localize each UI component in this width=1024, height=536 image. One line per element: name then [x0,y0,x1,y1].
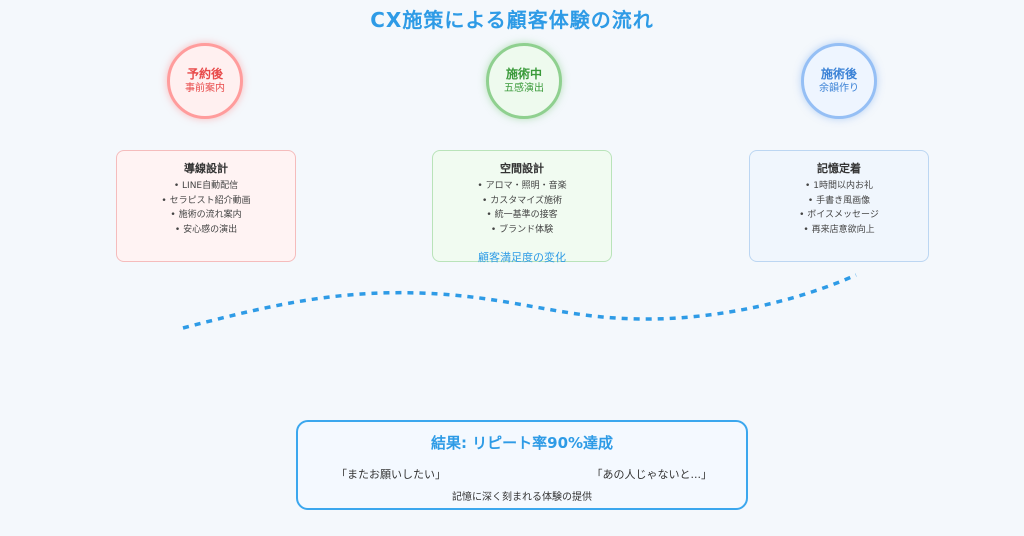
card-item: • 手書き風画像 [807,195,871,206]
card-item: • LINE自動配信 [173,181,239,191]
stage-name: 施術後 [820,67,857,81]
card-item: • 安心感の演出 [174,224,238,235]
page-title: CX施策による顧客体験の流れ [370,8,654,32]
card-item: • 1時間以内お礼 [805,181,873,191]
result-box: 結果: リピート率90%達成 「またお願いしたい」 「あの人じゃないと...」 … [296,420,748,510]
card-memory-retention: 記憶定着 • 1時間以内お礼 • 手書き風画像 • ボイスメッセージ • 再来店… [749,150,929,262]
satisfaction-wave-line [182,273,857,330]
stage-sub: 余韻作り [819,83,859,94]
card-item: • 統一基準の接客 [486,210,558,220]
card-title: 空間設計 [500,162,544,175]
card-item: • アロマ・照明・音楽 [477,181,567,191]
card-item: • 施術の流れ案内 [170,210,242,220]
card-title: 導線設計 [184,162,228,175]
card-item-list: • アロマ・照明・音楽 • カスタマイズ施術 • 統一基準の接客 • ブランド体… [433,179,611,237]
card-guidance-design: 導線設計 • LINE自動配信 • セラピスト紹介動画 • 施術の流れ案内 • … [116,150,296,262]
card-item-list: • 1時間以内お礼 • 手書き風画像 • ボイスメッセージ • 再来店意欲向上 [750,179,928,237]
card-item: • 再来店意欲向上 [803,224,875,235]
stage-name: 予約後 [186,67,223,81]
customer-quote-left: 「またお願いしたい」 [336,468,446,481]
card-item: • セラピスト紹介動画 [161,195,251,206]
satisfaction-label: 顧客満足度の変化 [478,251,566,264]
card-item-list: • LINE自動配信 • セラピスト紹介動画 • 施術の流れ案内 • 安心感の演… [117,179,295,237]
card-item: • ブランド体験 [490,224,554,235]
card-title: 記憶定着 [817,162,861,175]
card-space-design: 空間設計 • アロマ・照明・音楽 • カスタマイズ施術 • 統一基準の接客 • … [432,150,612,262]
stage-circle-during: 施術中 五感演出 [486,43,562,119]
card-item: • カスタマイズ施術 [482,195,562,206]
stage-sub: 事前案内 [185,83,225,94]
stage-circle-after: 施術後 余韻作り [801,43,877,119]
result-caption: 記憶に深く刻まれる体験の提供 [452,492,592,503]
result-title: 結果: リピート率90%達成 [430,434,614,452]
card-item: • ボイスメッセージ [799,210,879,220]
stage-sub: 五感演出 [504,83,544,94]
customer-quote-right: 「あの人じゃないと...」 [591,468,713,481]
stage-name: 施術中 [505,67,542,81]
stage-circle-before: 予約後 事前案内 [167,43,243,119]
